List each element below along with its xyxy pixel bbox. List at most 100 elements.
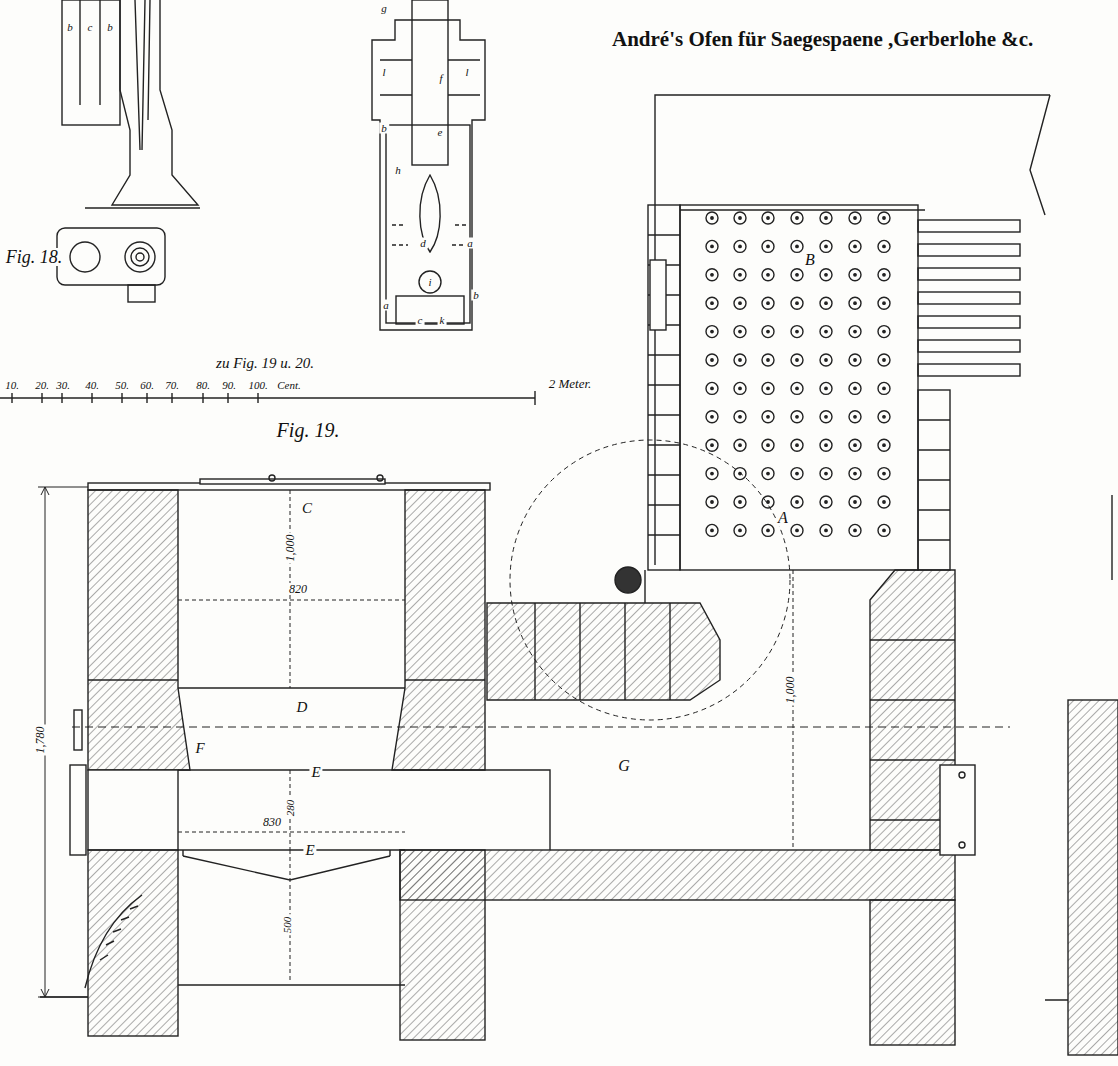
tube-dot — [796, 245, 798, 247]
tube-dot — [767, 501, 769, 503]
tube-circle — [820, 240, 832, 252]
tube-circle — [849, 382, 861, 394]
tube-circle — [791, 439, 803, 451]
tube-dot — [739, 444, 741, 446]
tube-circle — [762, 496, 774, 508]
part-letter: a — [381, 300, 391, 311]
tube-dot — [854, 274, 856, 276]
tube-circle — [791, 269, 803, 281]
tube-dot — [739, 330, 741, 332]
tube-circle — [878, 439, 890, 451]
tube-dot — [883, 245, 885, 247]
tube-dot — [854, 501, 856, 503]
dimension: 820 — [287, 583, 309, 595]
tube-circle — [878, 269, 890, 281]
tube-circle — [706, 468, 718, 480]
tube-dot — [796, 274, 798, 276]
pipe — [918, 244, 1020, 256]
tube-circle — [878, 496, 890, 508]
tube-dot — [883, 501, 885, 503]
tube-circle — [791, 411, 803, 423]
figure-label: Fig. 18. — [4, 248, 65, 266]
tube-dot — [854, 359, 856, 361]
tube-circle — [706, 212, 718, 224]
tube-circle — [820, 212, 832, 224]
tube-circle — [706, 382, 718, 394]
tube-dot — [825, 416, 827, 418]
part-letter: l — [380, 67, 387, 78]
tube-circle — [762, 439, 774, 451]
part-letter: d — [418, 238, 428, 249]
pipe — [918, 292, 1020, 304]
tube-dot — [796, 472, 798, 474]
tube-dot — [854, 529, 856, 531]
tube-dot — [739, 274, 741, 276]
tube-circle — [849, 240, 861, 252]
tube-dot — [767, 274, 769, 276]
tube-dot — [767, 359, 769, 361]
scale-number: 40. — [83, 380, 101, 391]
tube-circle — [706, 411, 718, 423]
part-letter: k — [438, 315, 447, 326]
dimension: 1,780 — [34, 725, 46, 756]
tube-dot — [796, 444, 798, 446]
tube-dot — [767, 444, 769, 446]
tube-dot — [767, 330, 769, 332]
tube-circle — [706, 496, 718, 508]
tube-circle — [849, 354, 861, 366]
pipe-bundle — [918, 220, 1020, 376]
pipe — [918, 364, 1020, 376]
tube-circle — [762, 297, 774, 309]
tube-dot — [739, 217, 741, 219]
tube-circle — [734, 354, 746, 366]
tube-grid — [706, 212, 890, 536]
tube-circle — [762, 354, 774, 366]
tube-dot — [767, 302, 769, 304]
tube-circle — [849, 269, 861, 281]
scale-number: 100. — [246, 380, 269, 391]
part-letter: l — [463, 67, 470, 78]
tube-dot — [883, 387, 885, 389]
tube-dot — [854, 302, 856, 304]
tube-dot — [825, 274, 827, 276]
tube-circle — [734, 326, 746, 338]
tube-circle — [878, 468, 890, 480]
part-letter: e — [436, 127, 445, 138]
tube-dot — [711, 529, 713, 531]
tube-dot — [825, 472, 827, 474]
tube-dot — [739, 387, 741, 389]
tube-circle — [878, 212, 890, 224]
tube-circle — [849, 326, 861, 338]
tube-circle — [791, 354, 803, 366]
part-letter: f — [437, 73, 444, 84]
tube-dot — [883, 416, 885, 418]
tube-dot — [711, 444, 713, 446]
tube-circle — [820, 439, 832, 451]
tube-dot — [739, 359, 741, 361]
part-letter: D — [295, 700, 310, 715]
tube-circle — [734, 269, 746, 281]
tube-circle — [706, 269, 718, 281]
part-letter: c — [86, 22, 95, 33]
tube-circle — [762, 524, 774, 536]
scale-caption: zu Fig. 19 u. 20. — [214, 356, 316, 371]
tube-circle — [849, 439, 861, 451]
tube-dot — [796, 359, 798, 361]
tube-dot — [854, 387, 856, 389]
part-letter: B — [803, 252, 817, 268]
part-letter: g — [379, 2, 389, 13]
tube-circle — [791, 468, 803, 480]
tube-dot — [796, 302, 798, 304]
tube-dot — [883, 444, 885, 446]
tube-dot — [796, 501, 798, 503]
part-letter: C — [300, 501, 314, 516]
tube-dot — [739, 245, 741, 247]
figure-label: Fig. 19. — [275, 420, 342, 440]
part-letter: b — [379, 123, 389, 134]
tube-dot — [711, 501, 713, 503]
tube-circle — [878, 382, 890, 394]
tube-dot — [825, 302, 827, 304]
tube-dot — [825, 330, 827, 332]
